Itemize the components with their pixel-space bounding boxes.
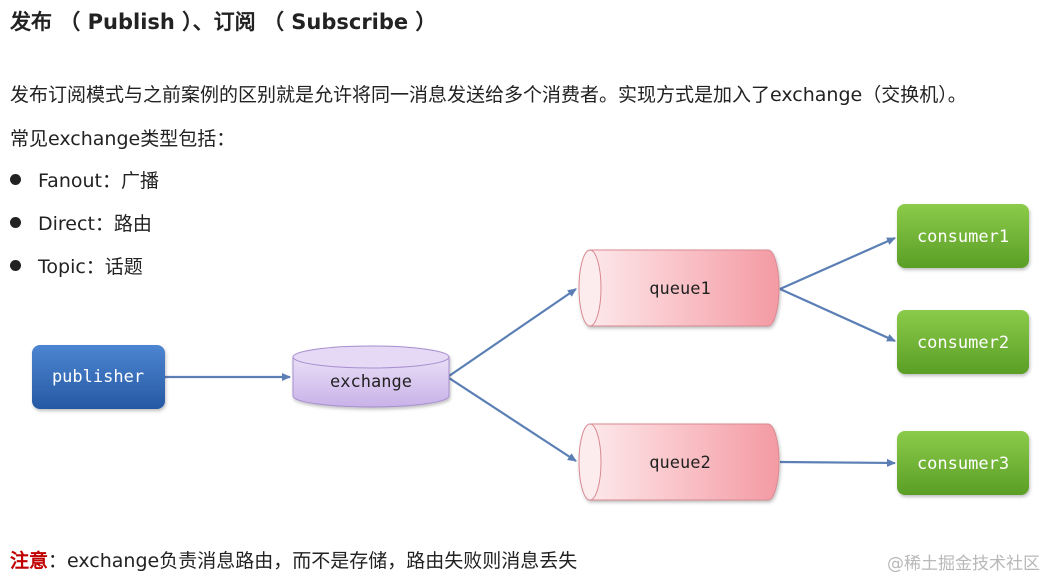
list-item-fanout: Fanout：广播 <box>10 166 159 193</box>
consumer1-node <box>897 204 1029 268</box>
bullet-icon <box>10 174 21 185</box>
list-item-text: Topic：话题 <box>38 256 143 278</box>
note-label: 注意 <box>10 550 49 572</box>
consumer3-node <box>897 431 1029 495</box>
list-item-text: Direct：路由 <box>38 213 152 235</box>
queue1-label: queue1 <box>649 279 710 299</box>
note: 注意：exchange负责消息路由，而不是存储，路由失败则消息丢失 <box>10 546 577 573</box>
arrow-queue2-consumer3 <box>779 458 896 467</box>
consumer2-node <box>897 310 1029 374</box>
list-item-direct: Direct：路由 <box>10 209 152 236</box>
arrow-exchange-queue2 <box>448 377 577 462</box>
exchange-node <box>292 345 450 408</box>
page-title: 发布 （ Publish ）、订阅 （ Subscribe ） <box>10 10 437 34</box>
arrow-exchange-queue1 <box>448 288 577 377</box>
consumer3-label: consumer3 <box>917 454 1009 474</box>
queue2-node <box>578 423 780 501</box>
publisher-node <box>32 345 165 409</box>
list-item-text: Fanout：广播 <box>38 170 159 192</box>
arrow-queue1-consumer2 <box>779 287 896 343</box>
consumer2-label: consumer2 <box>917 333 1009 353</box>
exchange-label: exchange <box>330 372 412 392</box>
list-item-topic: Topic：话题 <box>10 252 143 279</box>
queue2-label: queue2 <box>649 453 710 473</box>
arrow-queue1-consumer1 <box>779 236 896 291</box>
intro-paragraph: 发布订阅模式与之前案例的区别就是允许将同一消息发送给多个消费者。实现方式是加入了… <box>10 84 967 106</box>
types-intro: 常见exchange类型包括： <box>10 128 236 150</box>
queue1-node <box>578 249 780 327</box>
bullet-icon <box>10 217 21 228</box>
bullet-icon <box>10 260 21 271</box>
consumer1-label: consumer1 <box>917 227 1009 247</box>
publisher-label: publisher <box>52 367 144 387</box>
watermark: @稀土掘金技术社区 <box>887 554 1040 574</box>
note-text: ：exchange负责消息路由，而不是存储，路由失败则消息丢失 <box>48 550 578 572</box>
